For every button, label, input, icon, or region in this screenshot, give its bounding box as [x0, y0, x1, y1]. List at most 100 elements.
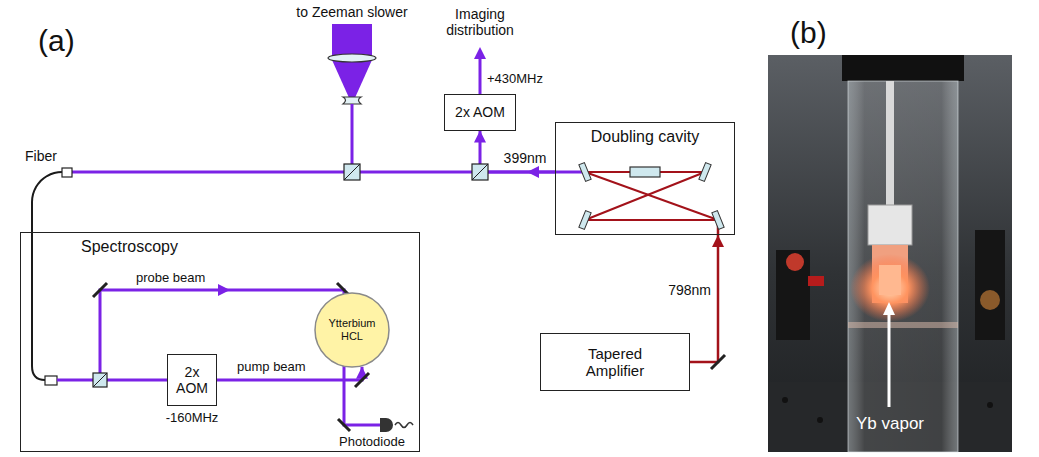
probe-beam-path — [100, 290, 380, 425]
label-holder: 399nm — [504, 150, 547, 166]
beam-splitter — [472, 164, 488, 180]
cell-cap — [842, 55, 964, 81]
doubling-crystal — [630, 167, 660, 177]
beam-splitter — [93, 373, 107, 387]
convex-lens — [328, 54, 376, 62]
label-holder: to Zeeman slower — [296, 4, 407, 20]
beam-path — [217, 367, 362, 380]
concave-lens — [343, 97, 361, 104]
table-hole — [782, 397, 788, 403]
label-holder: pump beam — [236, 360, 307, 375]
liquid-surface — [848, 322, 958, 328]
beam-label: probe beam — [136, 271, 205, 286]
label-holder: Fiber — [24, 148, 58, 164]
laser-beam — [479, 57, 482, 97]
beam-connector — [690, 235, 718, 362]
label-holder: -160MHz — [166, 411, 219, 426]
laser-beam — [107, 379, 171, 382]
lamp-outline — [314, 292, 390, 368]
optic-mount — [776, 250, 810, 340]
converging-beam — [332, 60, 372, 100]
beam-splitter — [344, 164, 360, 180]
lamp-holder — [868, 205, 912, 245]
detector-label: Photodiode — [339, 435, 405, 450]
fiber-connector — [45, 376, 57, 385]
box-text: Ytterbium HCL — [323, 317, 381, 342]
spectroscopy-frame: 2x AOM Ytterbium HCL Spectroscopy — [20, 232, 420, 452]
beam-path — [480, 131, 555, 173]
laser-beam — [351, 104, 354, 165]
fiber-cable — [32, 232, 45, 380]
cavity-mirror — [699, 163, 711, 182]
hollow-cathode-lamp — [315, 293, 389, 367]
label-holder: 798nm — [667, 282, 712, 298]
laser-beam — [555, 171, 585, 174]
label-holder: (a) — [38, 24, 75, 59]
mount-knob — [786, 253, 804, 271]
panel-label: (a) — [38, 24, 75, 59]
photodiode-symbol — [380, 418, 393, 432]
ir-beam — [585, 219, 718, 221]
panel-label: (b) — [790, 16, 827, 51]
box-text: Tapered Amplifier — [565, 345, 665, 380]
table-hole — [987, 402, 993, 408]
mirror — [355, 373, 369, 387]
arrow-head — [218, 284, 230, 296]
box-text: 2x AOM — [174, 364, 210, 396]
mirror — [337, 283, 351, 297]
mirror — [338, 419, 350, 431]
vapor-glow — [850, 254, 930, 322]
laser-beam — [57, 379, 93, 382]
mount-knob — [980, 290, 1000, 310]
box-text: 2x AOM — [455, 104, 505, 120]
arrow-head — [527, 166, 539, 178]
ir-beam — [585, 172, 718, 220]
photo-background — [768, 55, 1012, 452]
arrow-head — [474, 47, 486, 59]
amplifier-box: Tapered Amplifier — [540, 333, 690, 391]
wavelength-label: 798nm — [667, 282, 712, 298]
signal-wave — [395, 423, 413, 428]
cavity-mirror — [712, 211, 724, 230]
lamp-stem — [886, 81, 894, 207]
beam-path — [32, 172, 62, 232]
beam-connector — [480, 131, 555, 173]
label-holder: Yb vapor — [856, 414, 924, 434]
destination-label: to Zeeman slower — [296, 4, 407, 20]
leader-line — [888, 314, 891, 407]
fiber-label: Fiber — [24, 148, 58, 164]
cavity-mirror — [579, 211, 591, 230]
optic-mount — [975, 230, 1005, 340]
expanded-beam — [332, 24, 372, 56]
beam-splitter — [344, 164, 360, 180]
fold-mirror — [711, 355, 725, 369]
label-holder: Photodiode — [339, 435, 405, 450]
frame-title: Spectroscopy — [81, 238, 419, 256]
lamp-cell: Ytterbium HCL — [314, 292, 390, 368]
vapor-glow — [879, 265, 901, 295]
destination-label: Imaging distribution — [432, 6, 528, 38]
table-hole — [817, 417, 823, 423]
cavity-mirror — [579, 163, 591, 182]
mirror — [93, 283, 107, 297]
fiber-connector — [62, 168, 72, 177]
beam-path — [690, 235, 718, 362]
beam-label: pump beam — [236, 360, 307, 375]
aom-box: 2x AOM — [444, 94, 516, 131]
beam-splitter — [472, 164, 488, 180]
label-holder: probe beam — [136, 271, 205, 286]
label-holder: (b) — [790, 16, 827, 51]
cavity-frame: Doubling cavity — [555, 122, 735, 235]
beam-connector — [32, 172, 555, 232]
wavelength-label: 399nm — [504, 150, 547, 166]
frequency-label: +430MHz — [487, 72, 543, 87]
label-holder: Imaging distribution — [432, 6, 528, 38]
frame-title: Doubling cavity — [556, 128, 734, 146]
label-holder: +430MHz — [487, 72, 543, 87]
photo-annotation: Yb vapor — [856, 414, 924, 434]
mount-part — [808, 276, 824, 286]
beam-connector — [217, 367, 362, 380]
glass-cylinder — [848, 81, 958, 452]
frequency-label: -160MHz — [166, 411, 219, 426]
arrow-head — [883, 302, 895, 315]
